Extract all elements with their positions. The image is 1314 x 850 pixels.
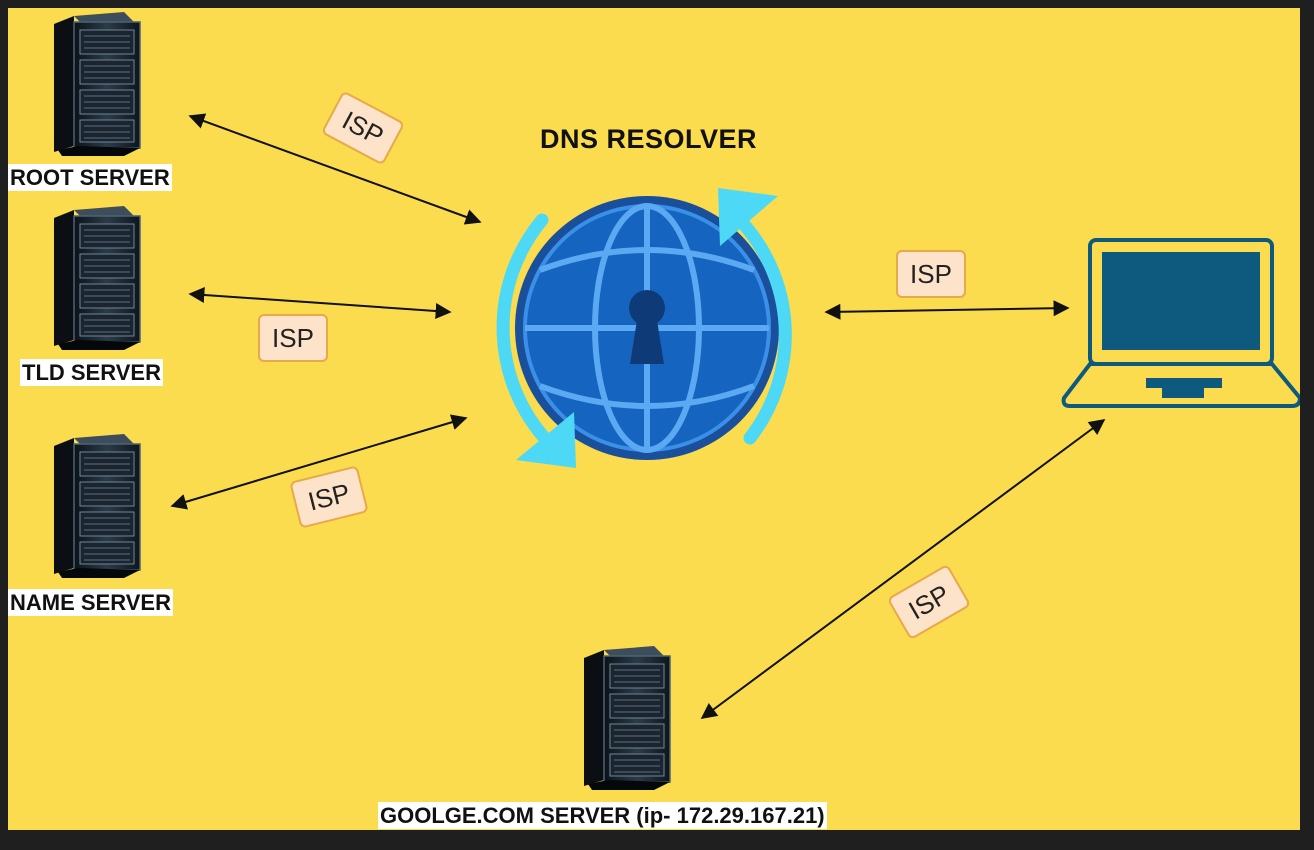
client-arrow	[826, 308, 1068, 312]
name-server-label: NAME SERVER	[8, 589, 173, 616]
isp-tag: ISP	[258, 314, 328, 362]
google-server-arrow	[702, 420, 1104, 718]
root-server-label: ROOT SERVER	[8, 164, 172, 191]
diagram-title: DNS RESOLVER	[540, 124, 757, 155]
tld-server-icon	[54, 206, 140, 350]
google-server-label: GOOLGE.COM SERVER (ip- 172.29.167.21)	[378, 802, 827, 829]
name-server-icon	[54, 434, 140, 578]
isp-tag: ISP	[896, 250, 966, 298]
root-server-icon	[54, 12, 140, 156]
google-server-icon	[584, 646, 670, 790]
tld-server-label: TLD SERVER	[20, 359, 163, 386]
diagram-canvas: DNS RESOLVER ROOT SERVER TLD SERVER NAME…	[8, 8, 1300, 830]
globe-lock-icon	[515, 196, 779, 460]
tld-server-arrow	[190, 294, 450, 312]
laptop-icon	[1064, 240, 1300, 406]
